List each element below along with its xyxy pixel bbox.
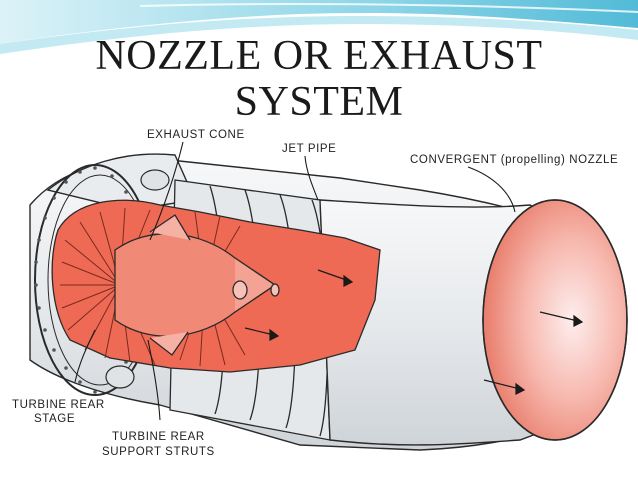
- slide-title-line-2: SYSTEM: [0, 80, 638, 124]
- label-jet-pipe: JET PIPE: [282, 142, 336, 156]
- label-turbine-rear-stage-line-2: STAGE: [34, 412, 75, 426]
- slide-title-line-1: NOZZLE OR EXHAUST: [0, 34, 638, 78]
- label-support-struts-line-2: SUPPORT STRUTS: [102, 445, 215, 459]
- label-turbine-rear-stage-line-1: TURBINE REAR: [12, 398, 105, 412]
- label-convergent-nozzle: CONVERGENT (propelling) NOZZLE: [410, 153, 618, 167]
- label-support-struts-line-1: TURBINE REAR: [112, 430, 205, 444]
- label-exhaust-cone: EXHAUST CONE: [147, 128, 245, 142]
